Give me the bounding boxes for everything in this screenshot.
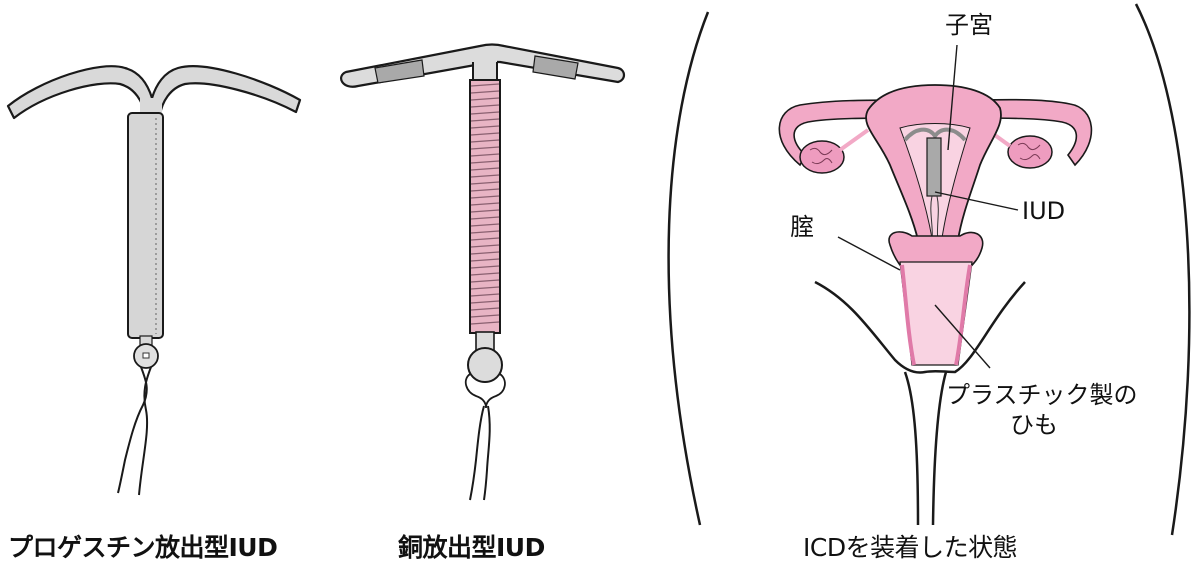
iud-label: IUD	[1022, 197, 1066, 225]
strings-label-line1: プラスチック製の	[946, 381, 1138, 409]
strings-label-line2: ひも	[1010, 411, 1058, 439]
vagina-label: 腟	[790, 213, 814, 241]
inserted-state-caption: ICDを装着した状態	[803, 533, 1018, 562]
right-hip-outline	[1134, 3, 1191, 536]
right-ovary	[1007, 135, 1053, 169]
vagina-leader-line	[837, 236, 901, 271]
uterus-label: 子宮	[945, 11, 993, 39]
uterus-leader-line	[947, 44, 958, 151]
strings-leader-line	[934, 304, 991, 369]
left-hip-outline	[667, 11, 710, 526]
copper-coil-windings	[470, 83, 500, 325]
progestin-iud-illustration	[6, 65, 302, 496]
pelvic-outline	[814, 280, 1026, 374]
left-ovary	[799, 140, 845, 174]
copper-iud-illustration	[340, 43, 626, 501]
inserted-state-illustration	[667, 3, 1191, 536]
progestin-iud-caption: プロゲスチン放出型IUD	[8, 533, 278, 562]
iud-in-uterus	[926, 137, 942, 197]
copper-iud-caption: 銅放出型IUD	[398, 533, 545, 562]
iud-leader-line	[934, 191, 1019, 211]
